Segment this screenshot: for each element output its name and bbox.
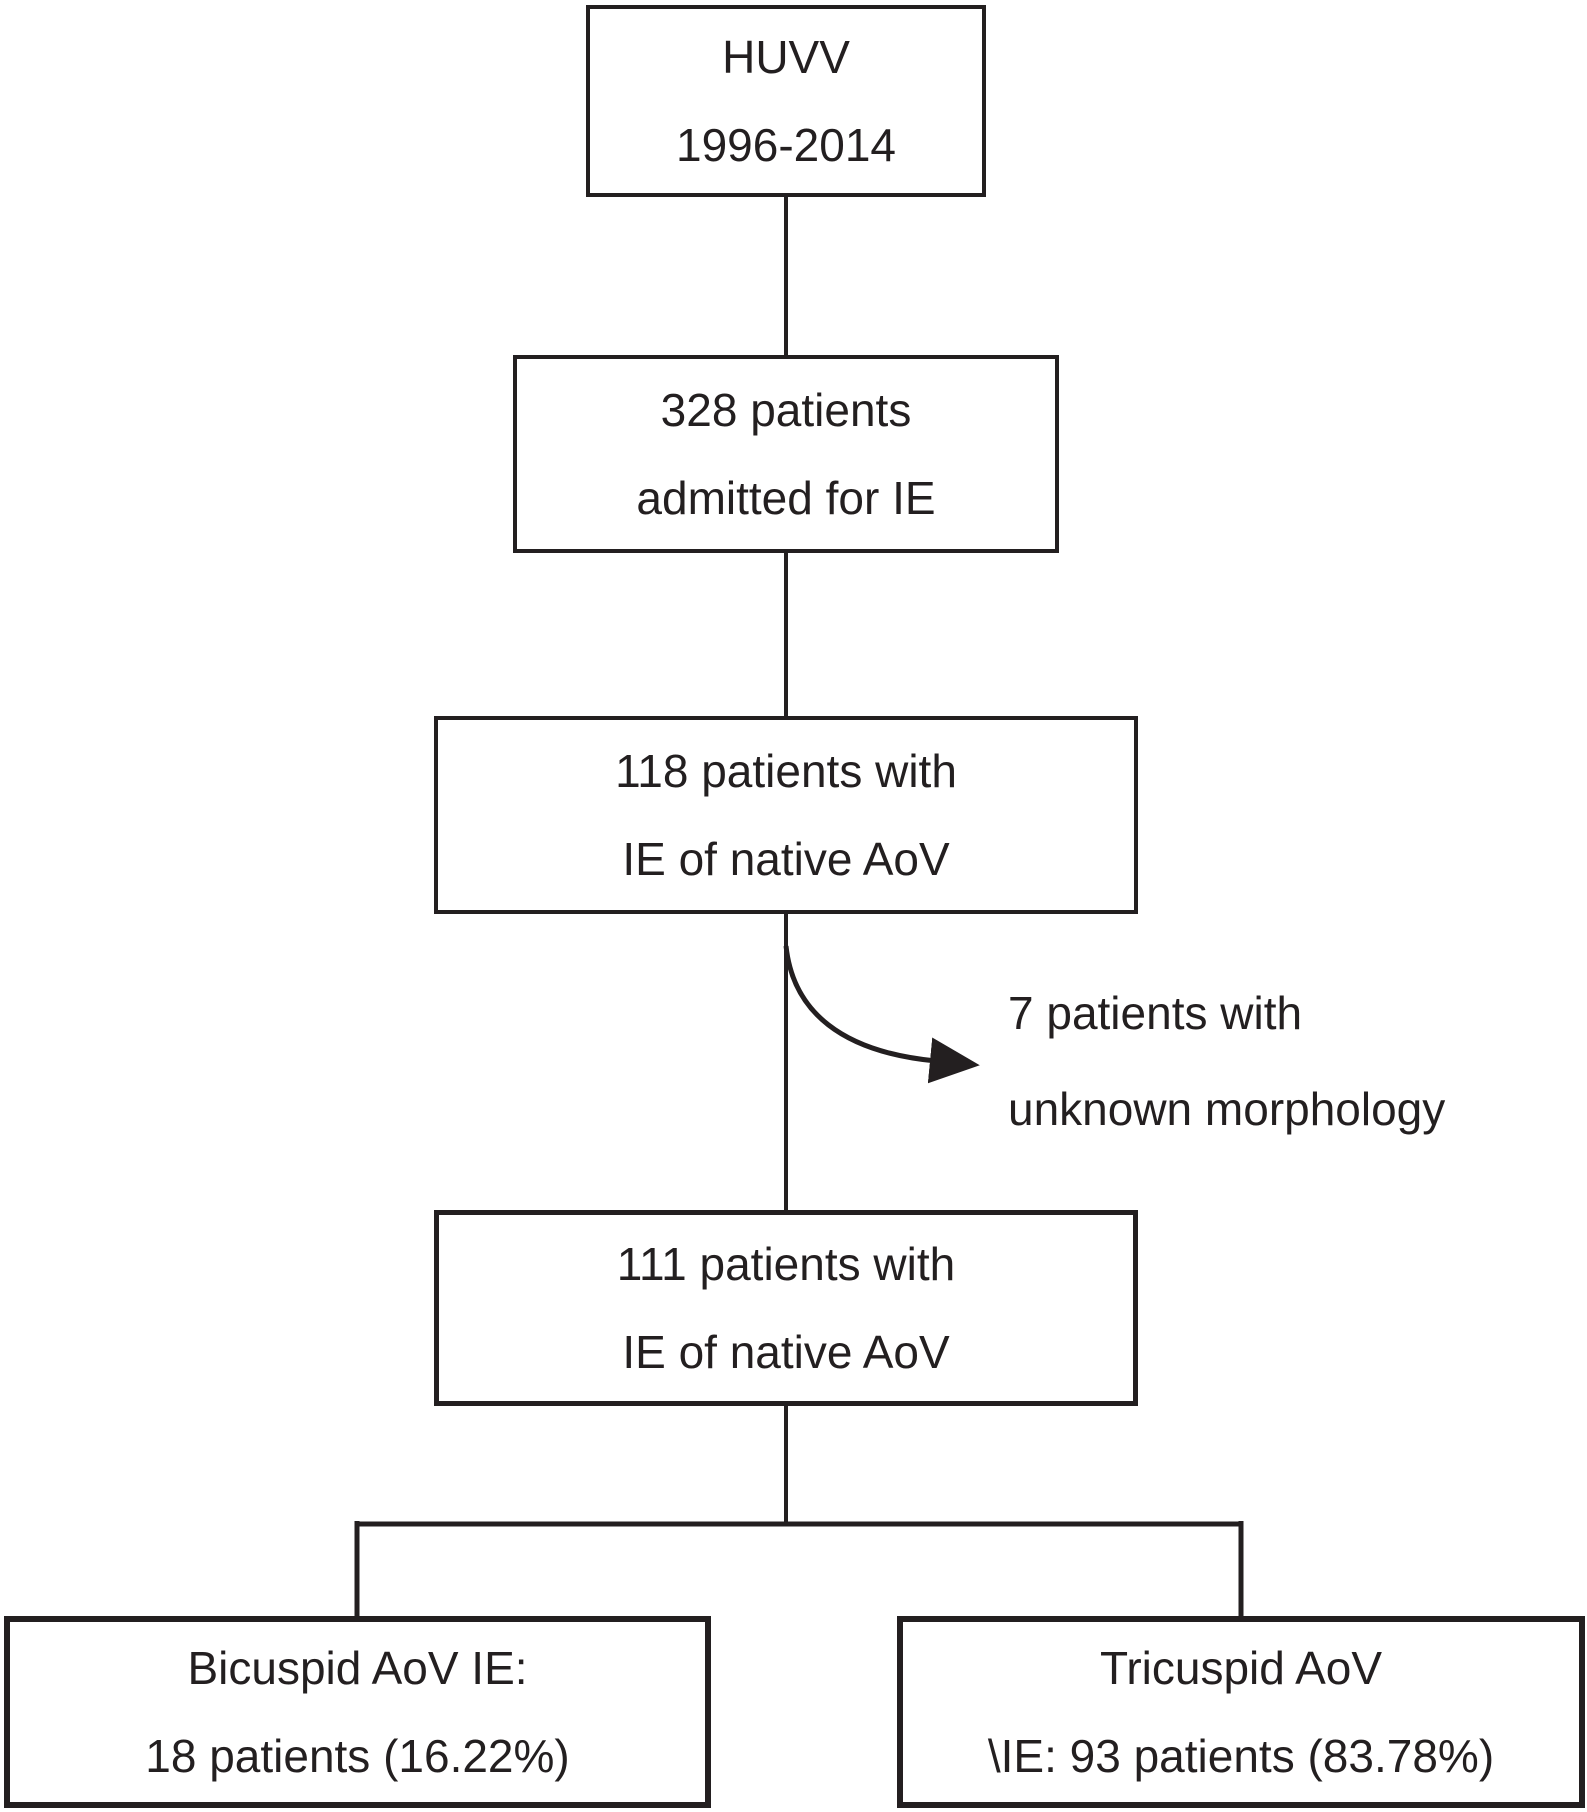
box-bicuspid-aov-ie: Bicuspid AoV IE: 18 patients (16.22%) [4,1616,711,1808]
box-tricuspid-line-2: \IE: 93 patients (83.78%) [987,1730,1495,1782]
box-admitted-for-ie: 328 patients admitted for IE [513,355,1059,553]
box-bicuspid-line-1: Bicuspid AoV IE: [187,1642,528,1694]
box-bicuspid-line-2: 18 patients (16.22%) [145,1730,570,1782]
box-admitted-line-1: 328 patients [660,384,912,436]
box-tricuspid-aov-ie: Tricuspid AoV \IE: 93 patients (83.78%) [897,1616,1585,1808]
box-admitted-line-2: admitted for IE [636,472,936,524]
box-tricuspid-line-1: Tricuspid AoV [1099,1642,1383,1694]
box-huvv-line-2: 1996-2014 [676,119,896,171]
box-111-line-2: IE of native AoV [622,1326,950,1378]
box-huvv-cohort: HUVV 1996-2014 [586,5,986,197]
exclusion-note: 7 patients with unknown morphology [1008,990,1445,1132]
exclusion-note-line-1: 7 patients with [1008,987,1303,1039]
box-huvv-line-1: HUVV [722,31,850,83]
exclusion-arrow [783,945,980,1084]
box-native-aov-ie-111: 111 patients with IE of native AoV [434,1210,1138,1406]
box-native-aov-ie-118: 118 patients with IE of native AoV [434,716,1138,914]
exclusion-note-line-2: unknown morphology [1008,1083,1446,1135]
box-118-line-2: IE of native AoV [622,833,950,885]
box-118-line-1: 118 patients with [615,745,957,797]
box-111-line-1: 111 patients with [616,1238,956,1290]
